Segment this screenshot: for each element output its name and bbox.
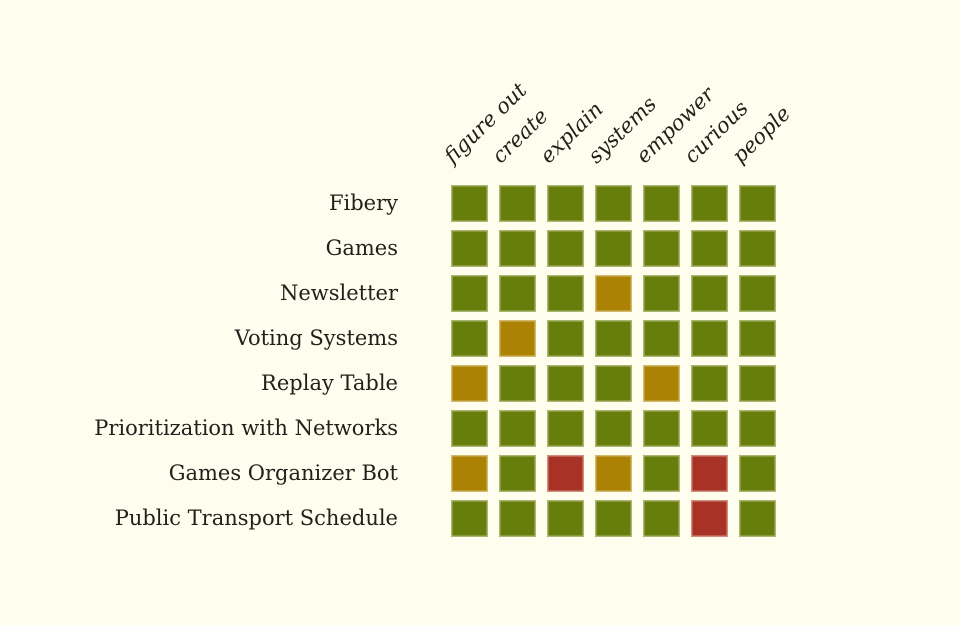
- matrix-cell: [643, 500, 680, 537]
- matrix-cell: [739, 410, 776, 447]
- matrix-cell: [451, 500, 488, 537]
- matrix-cell: [691, 500, 728, 537]
- matrix-cell: [547, 230, 584, 267]
- matrix-cell: [739, 500, 776, 537]
- matrix-cell: [451, 230, 488, 267]
- matrix-cell: [643, 185, 680, 222]
- matrix-cell: [547, 365, 584, 402]
- matrix-cell: [499, 230, 536, 267]
- row-label: Games: [325, 236, 398, 260]
- matrix-cell: [643, 230, 680, 267]
- matrix-cell: [547, 500, 584, 537]
- matrix-cell: [739, 365, 776, 402]
- matrix-cell: [595, 275, 632, 312]
- matrix-cell: [547, 185, 584, 222]
- matrix-cell: [451, 185, 488, 222]
- matrix-cell: [451, 365, 488, 402]
- matrix-cell: [499, 365, 536, 402]
- matrix-cell: [691, 185, 728, 222]
- matrix-cell: [547, 320, 584, 357]
- matrix-cell: [595, 185, 632, 222]
- row-label: Voting Systems: [234, 326, 398, 350]
- matrix-cell: [643, 365, 680, 402]
- matrix-cell: [691, 320, 728, 357]
- matrix-cell: [595, 320, 632, 357]
- matrix-cell: [595, 410, 632, 447]
- matrix-cell: [691, 275, 728, 312]
- matrix-cell: [451, 320, 488, 357]
- matrix-cell: [643, 455, 680, 492]
- matrix-cell: [691, 410, 728, 447]
- matrix-cell: [739, 185, 776, 222]
- matrix-cell: [643, 275, 680, 312]
- matrix-cell: [547, 455, 584, 492]
- row-label: Newsletter: [279, 281, 398, 305]
- matrix-cell: [547, 275, 584, 312]
- matrix-cell: [691, 455, 728, 492]
- matrix-cell: [547, 410, 584, 447]
- matrix-cell: [499, 500, 536, 537]
- matrix-cell: [499, 320, 536, 357]
- matrix-cell: [691, 230, 728, 267]
- matrix-cell: [739, 230, 776, 267]
- row-label: Replay Table: [261, 371, 398, 395]
- matrix-cell: [643, 410, 680, 447]
- row-label: Public Transport Schedule: [114, 506, 398, 530]
- matrix-cell: [451, 275, 488, 312]
- row-label: Fibery: [328, 191, 398, 215]
- matrix-cell: [739, 320, 776, 357]
- row-label: Games Organizer Bot: [168, 461, 398, 485]
- matrix-cell: [739, 275, 776, 312]
- matrix-cell: [739, 455, 776, 492]
- row-label: Prioritization with Networks: [94, 416, 398, 440]
- matrix-cell: [595, 230, 632, 267]
- matrix-cell: [451, 455, 488, 492]
- matrix-cell: [595, 455, 632, 492]
- matrix-cell: [643, 320, 680, 357]
- matrix-cell: [691, 365, 728, 402]
- matrix-cell: [499, 455, 536, 492]
- matrix-cell: [451, 410, 488, 447]
- matrix-cell: [595, 365, 632, 402]
- matrix-cell: [499, 275, 536, 312]
- matrix-cell: [499, 185, 536, 222]
- matrix-cell: [499, 410, 536, 447]
- matrix-cell: [595, 500, 632, 537]
